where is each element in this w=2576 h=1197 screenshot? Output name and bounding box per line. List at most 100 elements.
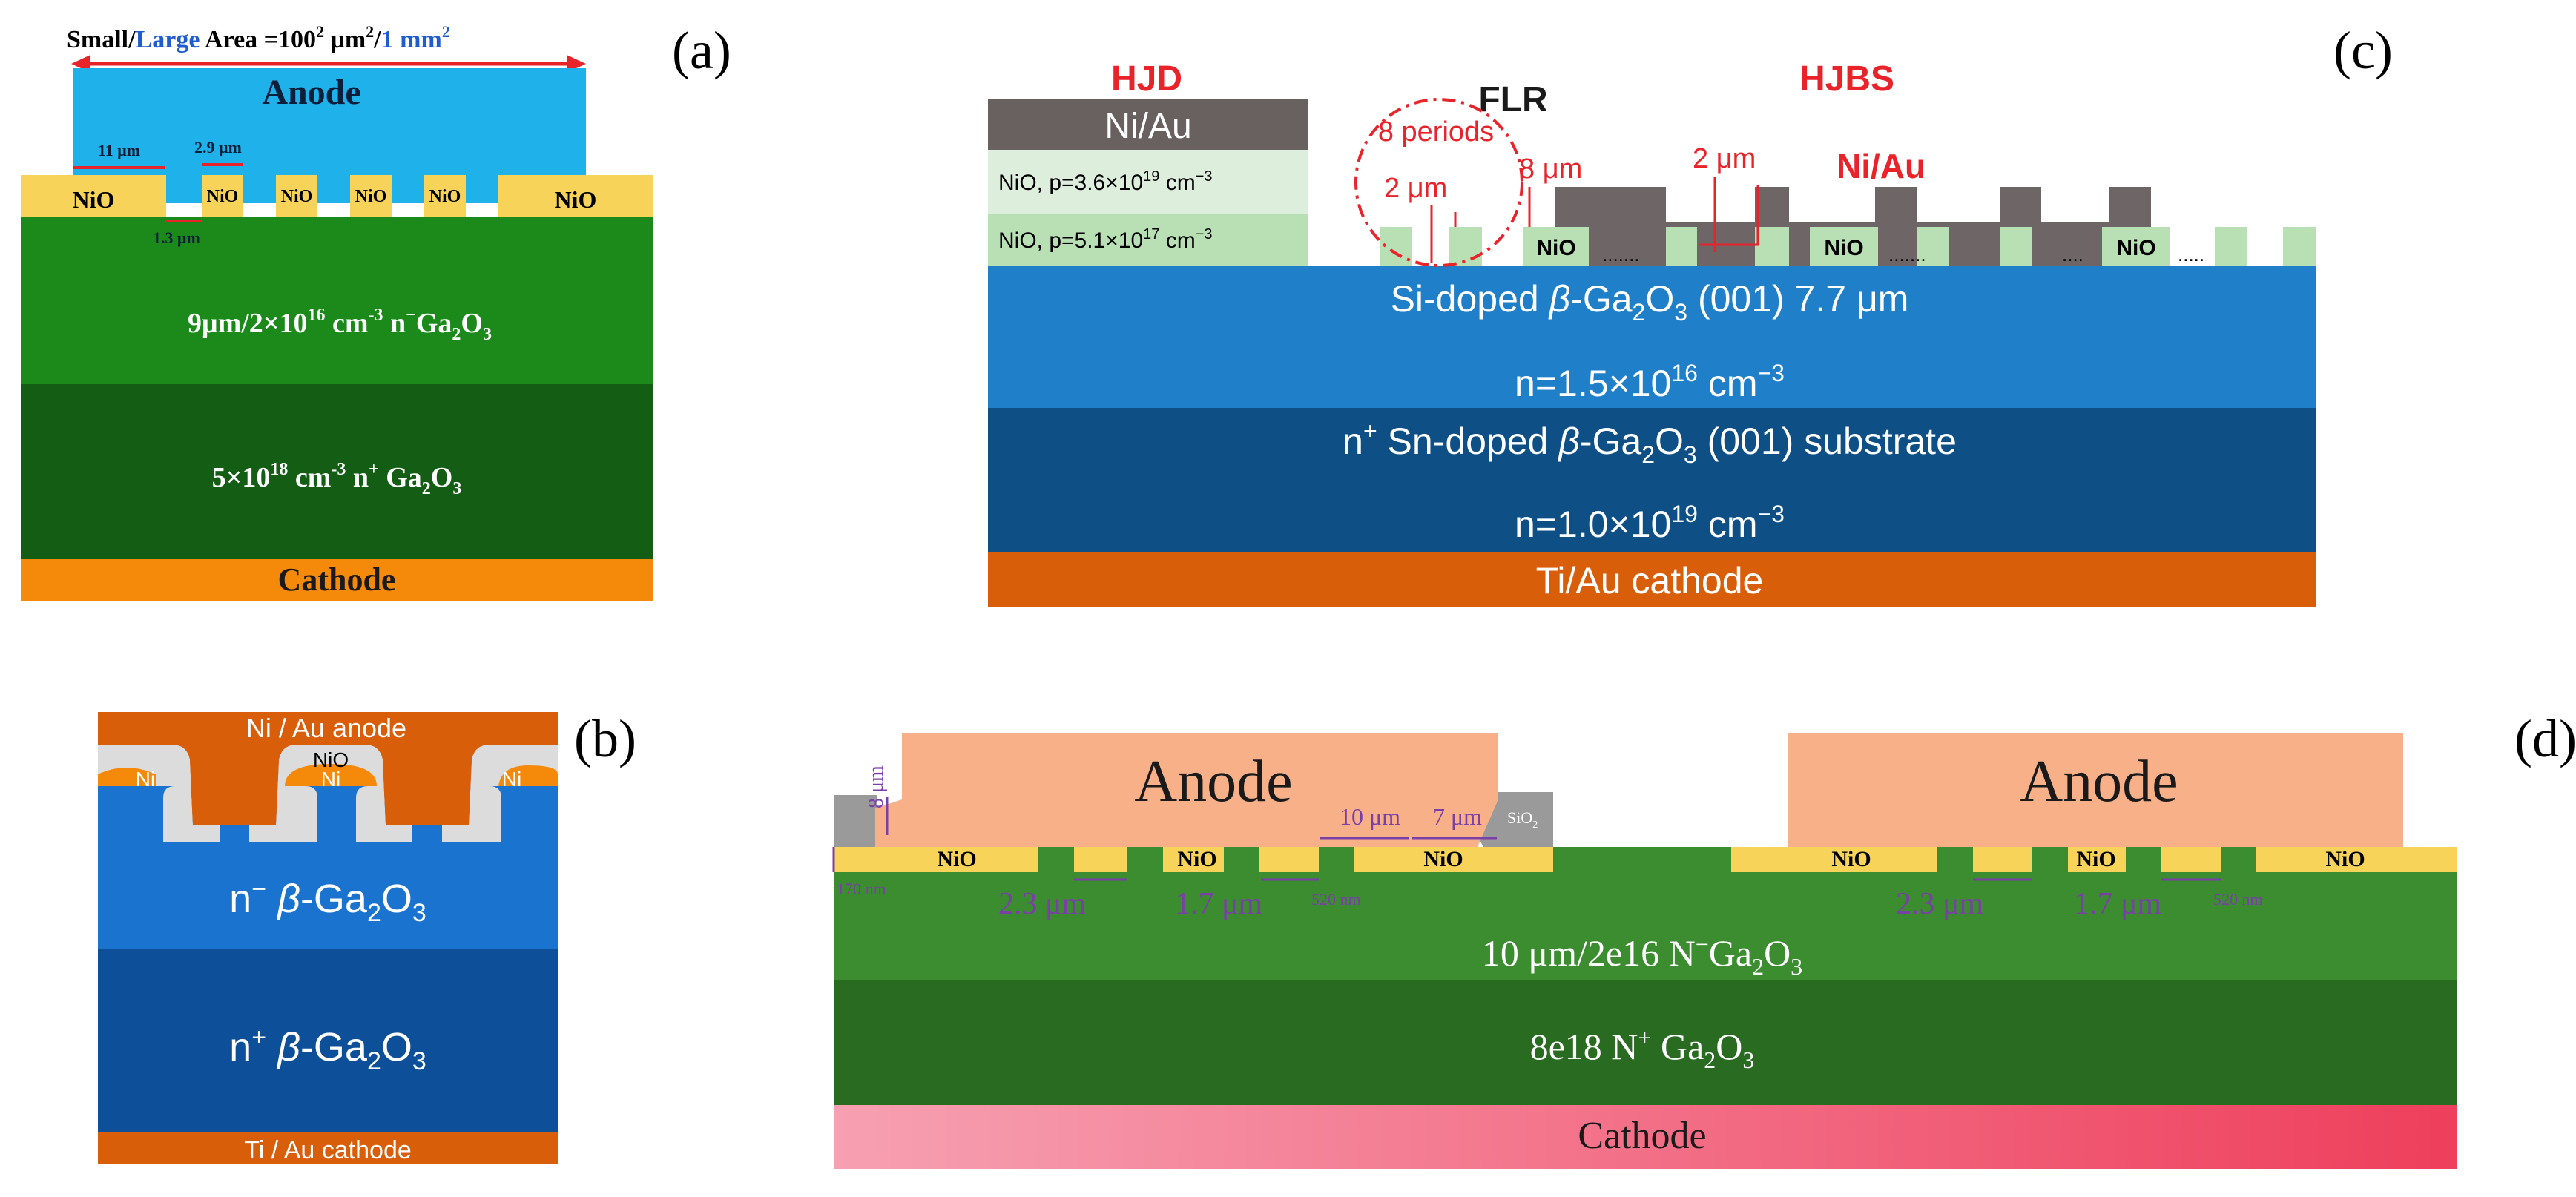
anode-b-label: Ni / Au anode <box>246 713 406 743</box>
nio-d-label: NiO <box>2076 847 2115 871</box>
cathode-d <box>834 1105 2457 1169</box>
dim-2um-flr: 2 μm <box>1384 173 1447 204</box>
cathode-d-label: Cathode <box>1578 1115 1706 1157</box>
dim-8um-c: 8 μm <box>1519 154 1582 185</box>
nio-finger-c <box>2283 227 2316 266</box>
anode-gap <box>466 175 498 203</box>
hjd-label: HJD <box>1111 59 1182 99</box>
hjbs-dots: ..... <box>2178 243 2204 266</box>
nio-bottom-layer <box>988 214 1308 266</box>
drift-b-label: n− β-Ga2O3 <box>229 875 426 927</box>
dim-2-3um-right: 2.3 μm <box>1896 887 1984 921</box>
nio-strip-left <box>834 847 1553 872</box>
panel-c-label: (c) <box>2333 21 2393 80</box>
anode-d-right <box>1788 733 2403 847</box>
niau-hjd <box>988 99 1308 150</box>
flr-label: FLR <box>1478 80 1547 119</box>
anode-d-left-label: Anode <box>1134 749 1292 814</box>
panel-a-label: (a) <box>672 21 731 80</box>
nio-b-label: NiO <box>313 748 349 771</box>
dim-2-9um: 2.9 μm <box>194 138 242 156</box>
nio-finger-a <box>350 175 392 217</box>
nio-strip-right <box>1731 847 2457 872</box>
drift-layer-d <box>834 872 2457 980</box>
nio-box-label: NiO <box>2116 236 2155 260</box>
drift-a-label: 9μm/2×1016 cm-3 n−Ga2O3 <box>188 306 492 344</box>
nio-finger-c <box>1755 227 1789 266</box>
sio2-block-left <box>834 795 877 847</box>
anode-d-left <box>902 733 1498 847</box>
nio-finger-c <box>1666 227 1697 266</box>
flr-highlight-circle <box>1354 98 1523 267</box>
nio-right-a-label: NiO <box>555 186 597 213</box>
panel-d: (d) Cathode SiO2 Anode Anode NiO NiO <box>832 709 2576 1169</box>
flr-ring <box>1449 227 1482 266</box>
panel-b-label: (b) <box>574 709 636 768</box>
anode-fill-b <box>98 712 558 825</box>
nio-finger-a <box>276 175 317 217</box>
dim-1-7um-left: 1.7 μm <box>1175 887 1263 921</box>
nio-d-label: NiO <box>937 847 976 871</box>
dim-11um: 11 μm <box>98 141 140 159</box>
anode-a-label: Anode <box>262 73 360 112</box>
substrate-a <box>21 384 653 559</box>
nio-box-label: NiO <box>1536 236 1575 260</box>
substrate-d-label: 8e18 N+ Ga2O3 <box>1530 1024 1755 1073</box>
hjbs-dots: ....... <box>1602 243 1640 266</box>
anode-gap <box>166 175 202 203</box>
ni-label: Ni <box>321 768 340 791</box>
drift-c-line1: Si-doped β-Ga2O3 (001) 7.7 μm <box>1391 278 1909 326</box>
dim-520nm-left: 520 nm <box>1311 890 1361 909</box>
nio-finger-a <box>424 175 466 217</box>
nio-left-a <box>21 175 166 217</box>
niau-hjbs-label: Ni/Au <box>1837 147 1926 185</box>
dim-8um-d: 8 μm <box>865 765 888 808</box>
anode-gap <box>392 175 424 203</box>
ni-label: Ni <box>502 768 521 791</box>
nio-box <box>1810 227 1878 266</box>
niau-hjbs <box>1555 187 2151 227</box>
dim-520nm-right: 520 nm <box>2213 890 2263 909</box>
substrate-d <box>834 980 2457 1105</box>
panel-a: (a) Small/Large Area =1002 μm2/1 mm2 Ano… <box>21 21 731 601</box>
nio-d-label: NiO <box>1177 847 1216 871</box>
nio-d-label: NiO <box>1831 847 1871 871</box>
nio-box-label: NiO <box>1824 236 1863 260</box>
cathode-c-label: Ti/Au cathode <box>1536 560 1764 601</box>
cathode-b <box>98 1132 558 1164</box>
ni-cap <box>498 765 558 786</box>
ni-cap <box>98 768 156 786</box>
hjbs-dots: .... <box>2062 243 2083 266</box>
anode-d-left-edge <box>875 799 902 847</box>
cathode-b-label: Ti / Au cathode <box>244 1136 412 1164</box>
nio-right-a <box>498 175 653 217</box>
dim-2um-hjbs: 2 μm <box>1693 143 1756 174</box>
drift-d-label: 10 μm/2e16 N−Ga2O3 <box>1482 931 1802 980</box>
ni-label: Ni <box>136 768 155 791</box>
nio-finger-a <box>202 175 243 217</box>
nio-left-a-label: NiO <box>73 186 115 213</box>
nio-box <box>2102 227 2170 266</box>
nio-small-label: NiO <box>207 187 239 206</box>
anode-a <box>73 68 586 175</box>
niau-hjd-label: Ni/Au <box>1104 107 1191 146</box>
nio-small-label: NiO <box>355 187 387 206</box>
nio-top-label: NiO, p=3.6×1019 cm−3 <box>998 168 1213 195</box>
nio-finger-c <box>1917 227 1949 266</box>
drift-layer-c <box>988 266 2316 408</box>
anode-gap <box>317 175 350 203</box>
panel-a-area-header: Small/Large Area =1002 μm2/1 mm2 <box>67 22 450 53</box>
nio-small-label: NiO <box>429 187 461 206</box>
nio-d-label: NiO <box>2325 847 2365 871</box>
substrate-a-label: 5×1018 cm-3 n+ Ga2O3 <box>212 460 462 498</box>
dim-1-7um-right: 1.7 μm <box>2074 887 2162 921</box>
substrate-b-label: n+ β-Ga2O3 <box>229 1023 426 1075</box>
hjbs-dots: ....... <box>1888 243 1926 266</box>
dim-10um: 10 μm <box>1340 803 1400 830</box>
cathode-a <box>21 559 653 601</box>
nio-d-label: NiO <box>1423 847 1463 871</box>
nio-top-layer <box>988 150 1308 214</box>
nio-small-label: NiO <box>281 187 313 206</box>
ni-cap <box>285 764 377 786</box>
